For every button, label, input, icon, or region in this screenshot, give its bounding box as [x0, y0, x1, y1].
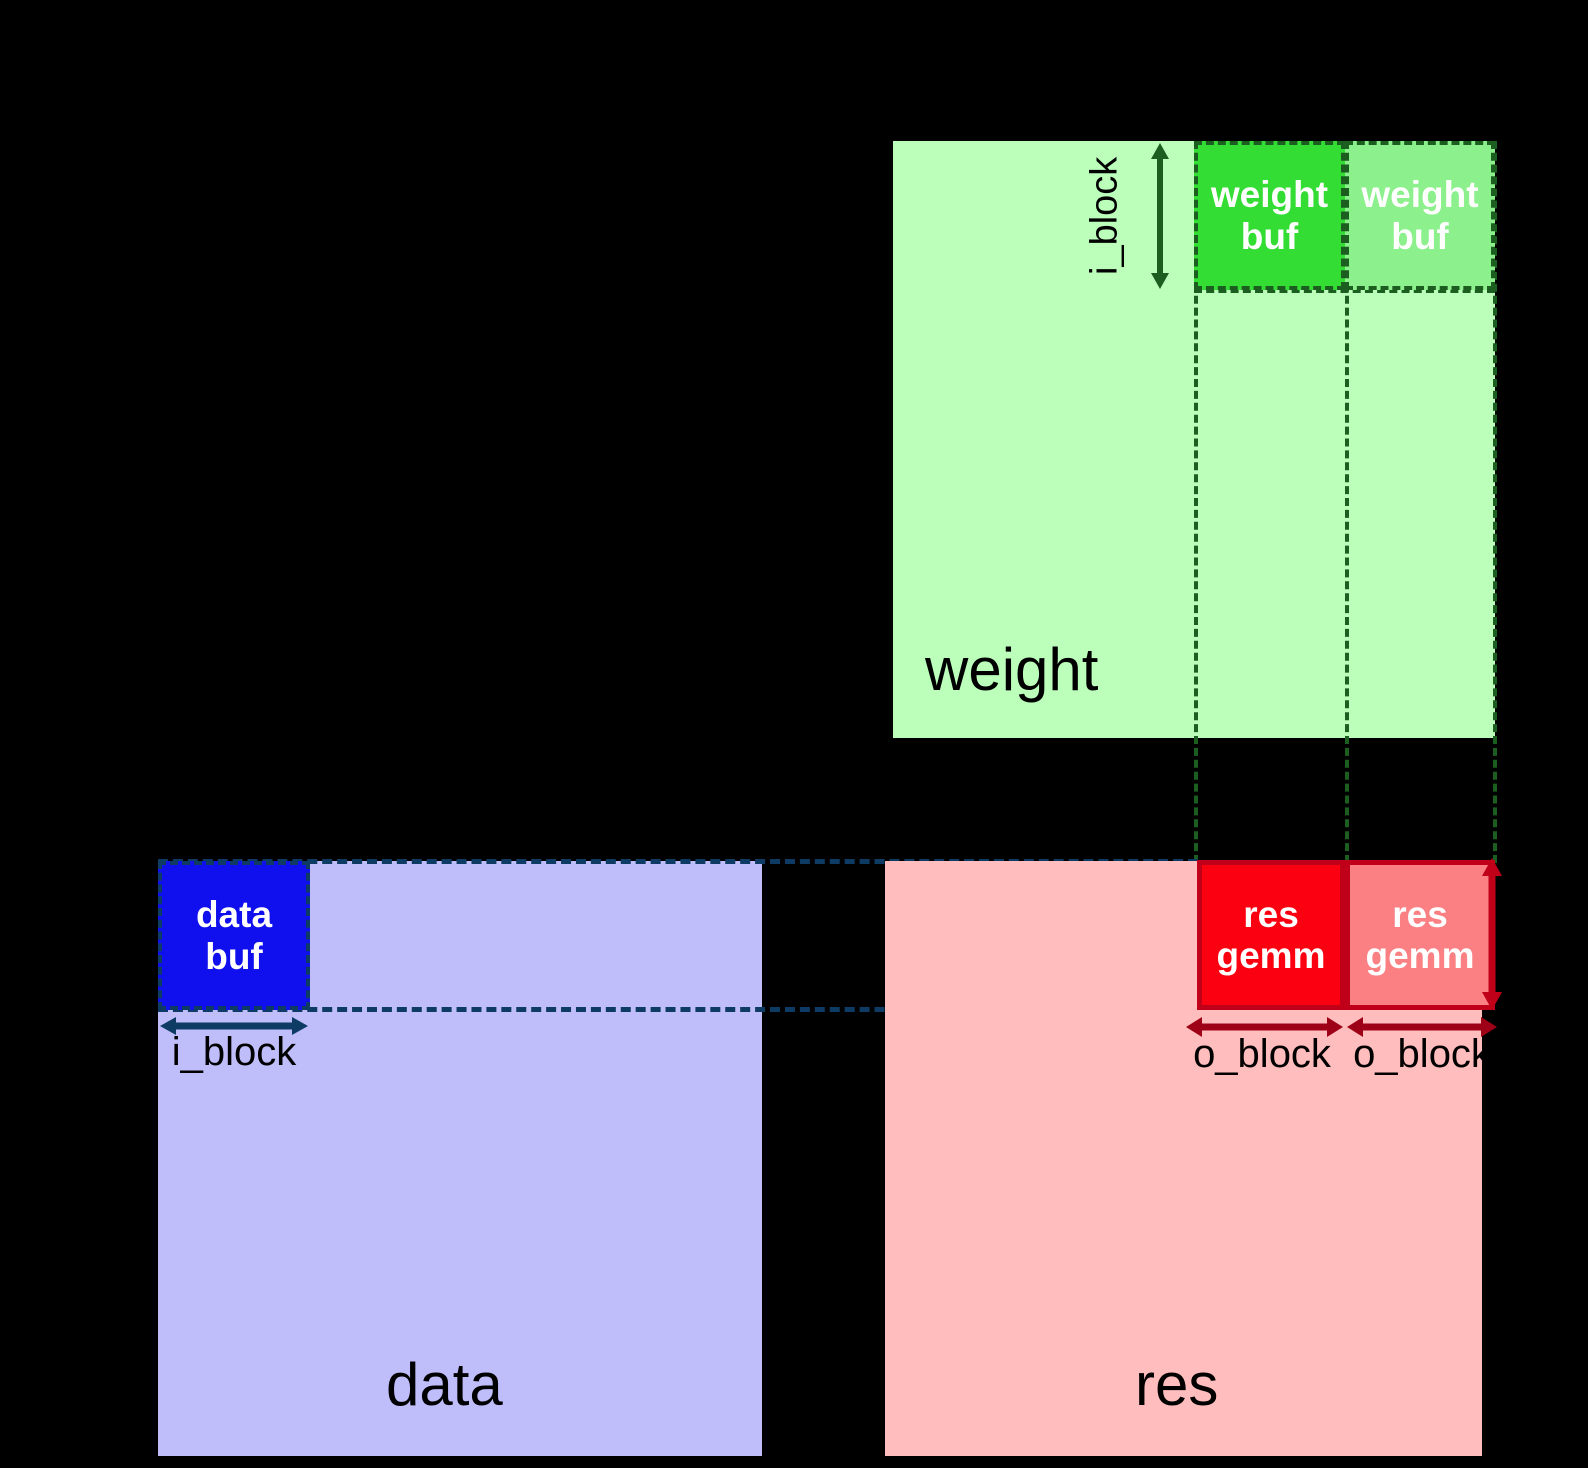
weight-buf-label-line1: weight: [1361, 174, 1479, 216]
res-gemm-block-1[interactable]: res gemm: [1345, 860, 1495, 1010]
o-block-arrow-1: [1347, 1017, 1497, 1037]
i-block-horizontal-arrow: [160, 1017, 308, 1035]
i-block-horizontal-label: i_block: [171, 1030, 297, 1074]
res-vertical-arrow: [1482, 858, 1502, 1010]
data-buf-label-line1: data: [195, 894, 273, 936]
res-gemm-label-line1: res: [1243, 893, 1299, 935]
res-gemm-label-line2: gemm: [1216, 935, 1326, 976]
o-block-label-1: o_block: [1353, 1032, 1491, 1076]
weight-buf-label-line2: buf: [1240, 215, 1299, 257]
weight-buf-block-0[interactable]: weight buf: [1194, 141, 1345, 290]
res-matrix-label: res: [1135, 1351, 1219, 1418]
res-gemm-label-line1: res: [1392, 893, 1448, 935]
res-gemm-label-line2: gemm: [1365, 935, 1475, 976]
res-gemm-block-0[interactable]: res gemm: [1197, 860, 1345, 1010]
data-buf-block[interactable]: data buf: [158, 861, 310, 1010]
o-block-label-0: o_block: [1193, 1032, 1331, 1076]
weight-buf-label-line1: weight: [1210, 174, 1329, 216]
weight-column-guide-mid: [1345, 141, 1349, 863]
data-buf-bottom-guide: [158, 1007, 1198, 1012]
weight-matrix-label: weight: [925, 636, 1099, 703]
weight-buf-label-line2: buf: [1391, 215, 1449, 257]
weight-column-guide-right: [1493, 141, 1497, 863]
data-buf-top-guide: [158, 859, 1198, 864]
o-block-arrow-0: [1186, 1017, 1343, 1037]
i-block-vertical-label: i_block: [1083, 156, 1126, 276]
weight-buf-row-guide: [1194, 289, 1495, 293]
data-buf-label-line2: buf: [205, 935, 263, 977]
i-block-vertical-arrow: [1151, 143, 1169, 289]
weight-column-guide-left: [1194, 141, 1198, 863]
weight-buf-block-1[interactable]: weight buf: [1345, 141, 1495, 290]
data-matrix-label: data: [386, 1351, 503, 1418]
